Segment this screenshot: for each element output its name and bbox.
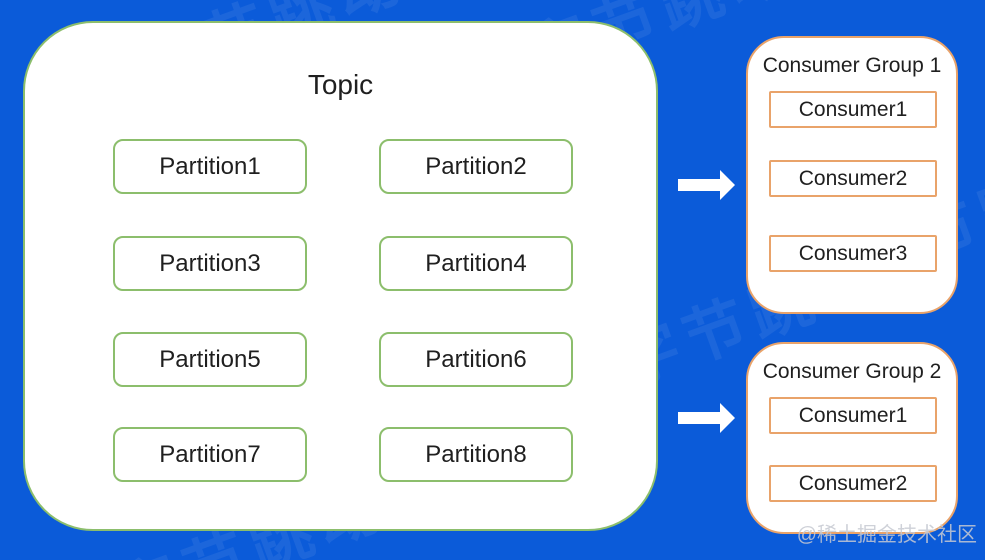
partition-box-8: Partition8 <box>379 427 573 482</box>
partition-box-3: Partition3 <box>113 236 307 291</box>
right-block-arrow-icon <box>678 402 736 434</box>
partition-box-4: Partition4 <box>379 236 573 291</box>
topic-box: Topic Partition1 Partition2 Partition3 P… <box>23 21 658 531</box>
consumer-group-2-box: Consumer Group 2 Consumer1 Consumer2 <box>746 342 958 534</box>
community-watermark: @稀土掘金技术社区 <box>796 524 977 546</box>
topic-title: Topic <box>307 69 374 100</box>
consumer-group-1-consumer-1: Consumer1 <box>769 91 937 128</box>
partition-box-6: Partition6 <box>379 332 573 387</box>
consumer-group-1-box: Consumer Group 1 Consumer1 Consumer2 Con… <box>746 36 958 314</box>
partition-box-5: Partition5 <box>113 332 307 387</box>
consumer-group-2-title: Consumer Group 2 <box>762 360 942 383</box>
partition-box-7: Partition7 <box>113 427 307 482</box>
partition-box-2: Partition2 <box>379 139 573 194</box>
consumer-group-1-title: Consumer Group 1 <box>762 54 942 77</box>
consumer-group-2-consumer-2: Consumer2 <box>769 465 937 502</box>
consumer-group-1-consumer-2: Consumer2 <box>769 160 937 197</box>
right-block-arrow-icon <box>678 169 736 201</box>
partition-box-1: Partition1 <box>113 139 307 194</box>
consumer-group-1-consumer-3: Consumer3 <box>769 235 937 272</box>
consumer-group-2-consumer-1: Consumer1 <box>769 397 937 434</box>
